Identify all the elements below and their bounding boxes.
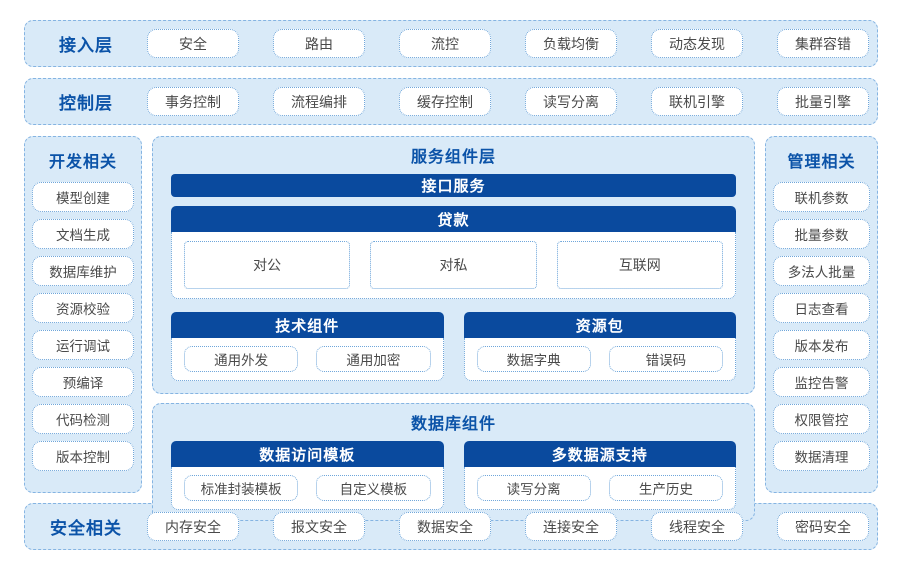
dev-sidebar-node: 数据库维护 — [32, 256, 134, 286]
dev-sidebar-node: 预编译 — [32, 367, 134, 397]
security-node: 连接安全 — [525, 512, 617, 541]
database-component-panel: 数据库组件 数据访问模板 标准封装模板 自定义模板 多数据源支持 读写分离 生 — [152, 403, 755, 521]
dev-sidebar-node: 模型创建 — [32, 182, 134, 212]
mgmt-sidebar-node: 批量参数 — [773, 219, 870, 249]
security-node: 密码安全 — [777, 512, 869, 541]
mgmt-sidebar-node: 版本发布 — [773, 330, 870, 360]
dev-sidebar-title: 开发相关 — [48, 154, 117, 171]
resource-node: 数据字典 — [476, 346, 591, 372]
security-band-label: 安全相关 — [50, 519, 122, 538]
access-layer-node: 安全 — [147, 29, 239, 58]
dev-sidebar-node: 资源校验 — [32, 293, 134, 323]
control-layer-label: 控制层 — [59, 94, 113, 113]
resource-group-body: 数据字典 错误码 — [463, 338, 736, 381]
security-node: 内存安全 — [147, 512, 239, 541]
datasource-group-header: 多数据源支持 — [463, 441, 736, 467]
access-layer-items: 安全 路由 流控 负载均衡 动态发现 集群容错 — [147, 29, 877, 58]
datasource-node: 读写分离 — [476, 475, 591, 501]
mgmt-sidebar-node: 监控告警 — [773, 367, 870, 397]
loan-node: 对公 — [184, 241, 351, 289]
access-layer-node: 路由 — [273, 29, 365, 58]
resource-package-group: 资源包 数据字典 错误码 — [463, 312, 736, 381]
control-layer-node: 事务控制 — [147, 87, 239, 116]
mgmt-sidebar-node: 日志查看 — [773, 293, 870, 323]
dev-sidebar: 开发相关 模型创建 文档生成 数据库维护 资源校验 运行调试 预编译 代码检测 … — [24, 136, 142, 493]
tech-component-group: 技术组件 通用外发 通用加密 — [171, 312, 444, 381]
dev-sidebar-items: 模型创建 文档生成 数据库维护 资源校验 运行调试 预编译 代码检测 版本控制 — [32, 182, 134, 484]
dev-sidebar-node: 版本控制 — [32, 441, 134, 471]
interface-service-bar: 接口服务 — [171, 174, 736, 197]
loan-node: 互联网 — [556, 241, 723, 289]
security-node: 报文安全 — [273, 512, 365, 541]
mgmt-sidebar-items: 联机参数 批量参数 多法人批量 日志查看 版本发布 监控告警 权限管控 数据清理 — [773, 182, 870, 484]
access-layer-node: 流控 — [399, 29, 491, 58]
loan-group-header: 贷款 — [171, 206, 736, 232]
control-layer-node: 联机引擎 — [651, 87, 743, 116]
dev-sidebar-node: 运行调试 — [32, 330, 134, 360]
service-subgroups-row: 技术组件 通用外发 通用加密 资源包 数据字典 错误码 — [171, 312, 736, 381]
middle-zone: 开发相关 模型创建 文档生成 数据库维护 资源校验 运行调试 预编译 代码检测 … — [24, 136, 878, 521]
loan-node: 对私 — [370, 241, 537, 289]
security-node: 数据安全 — [399, 512, 491, 541]
access-layer-node: 集群容错 — [777, 29, 869, 58]
control-layer-band: 控制层 事务控制 流程编排 缓存控制 读写分离 联机引擎 批量引擎 — [24, 78, 878, 125]
db-subgroups-row: 数据访问模板 标准封装模板 自定义模板 多数据源支持 读写分离 生产历史 — [171, 441, 736, 510]
template-node: 自定义模板 — [316, 475, 431, 501]
datasource-node: 生产历史 — [608, 475, 723, 501]
mgmt-sidebar-node: 数据清理 — [773, 441, 870, 471]
control-layer-node: 缓存控制 — [399, 87, 491, 116]
template-group-body: 标准封装模板 自定义模板 — [171, 467, 444, 510]
dev-sidebar-node: 文档生成 — [32, 219, 134, 249]
access-layer-node: 负载均衡 — [525, 29, 617, 58]
service-component-panel: 服务组件层 接口服务 贷款 对公 对私 互联网 技术组件 通用外发 — [152, 136, 755, 394]
control-layer-node: 批量引擎 — [777, 87, 869, 116]
security-band-items: 内存安全 报文安全 数据安全 连接安全 线程安全 密码安全 — [147, 512, 877, 541]
template-node: 标准封装模板 — [184, 475, 299, 501]
loan-group: 贷款 对公 对私 互联网 — [171, 206, 736, 312]
tech-group-body: 通用外发 通用加密 — [171, 338, 444, 381]
template-group-header: 数据访问模板 — [171, 441, 444, 467]
resource-group-header: 资源包 — [463, 312, 736, 338]
control-layer-node: 流程编排 — [273, 87, 365, 116]
mgmt-sidebar: 管理相关 联机参数 批量参数 多法人批量 日志查看 版本发布 监控告警 权限管控… — [765, 136, 878, 493]
loan-group-body: 对公 对私 互联网 — [171, 232, 736, 299]
mgmt-sidebar-node: 多法人批量 — [773, 256, 870, 286]
dev-sidebar-node: 代码检测 — [32, 404, 134, 434]
tech-node: 通用外发 — [184, 346, 299, 372]
data-access-template-group: 数据访问模板 标准封装模板 自定义模板 — [171, 441, 444, 510]
access-layer-label: 接入层 — [59, 36, 113, 55]
tech-node: 通用加密 — [316, 346, 431, 372]
resource-node: 错误码 — [608, 346, 723, 372]
center-column: 服务组件层 接口服务 贷款 对公 对私 互联网 技术组件 通用外发 — [152, 136, 755, 521]
security-node: 线程安全 — [651, 512, 743, 541]
mgmt-sidebar-node: 联机参数 — [773, 182, 870, 212]
control-layer-items: 事务控制 流程编排 缓存控制 读写分离 联机引擎 批量引擎 — [147, 87, 877, 116]
mgmt-sidebar-title: 管理相关 — [787, 154, 856, 171]
access-layer-node: 动态发现 — [651, 29, 743, 58]
multi-datasource-group: 多数据源支持 读写分离 生产历史 — [463, 441, 736, 510]
tech-group-header: 技术组件 — [171, 312, 444, 338]
db-panel-title: 数据库组件 — [410, 416, 496, 433]
control-layer-node: 读写分离 — [525, 87, 617, 116]
access-layer-band: 接入层 安全 路由 流控 负载均衡 动态发现 集群容错 — [24, 20, 878, 67]
service-panel-title: 服务组件层 — [410, 149, 496, 166]
datasource-group-body: 读写分离 生产历史 — [463, 467, 736, 510]
mgmt-sidebar-node: 权限管控 — [773, 404, 870, 434]
